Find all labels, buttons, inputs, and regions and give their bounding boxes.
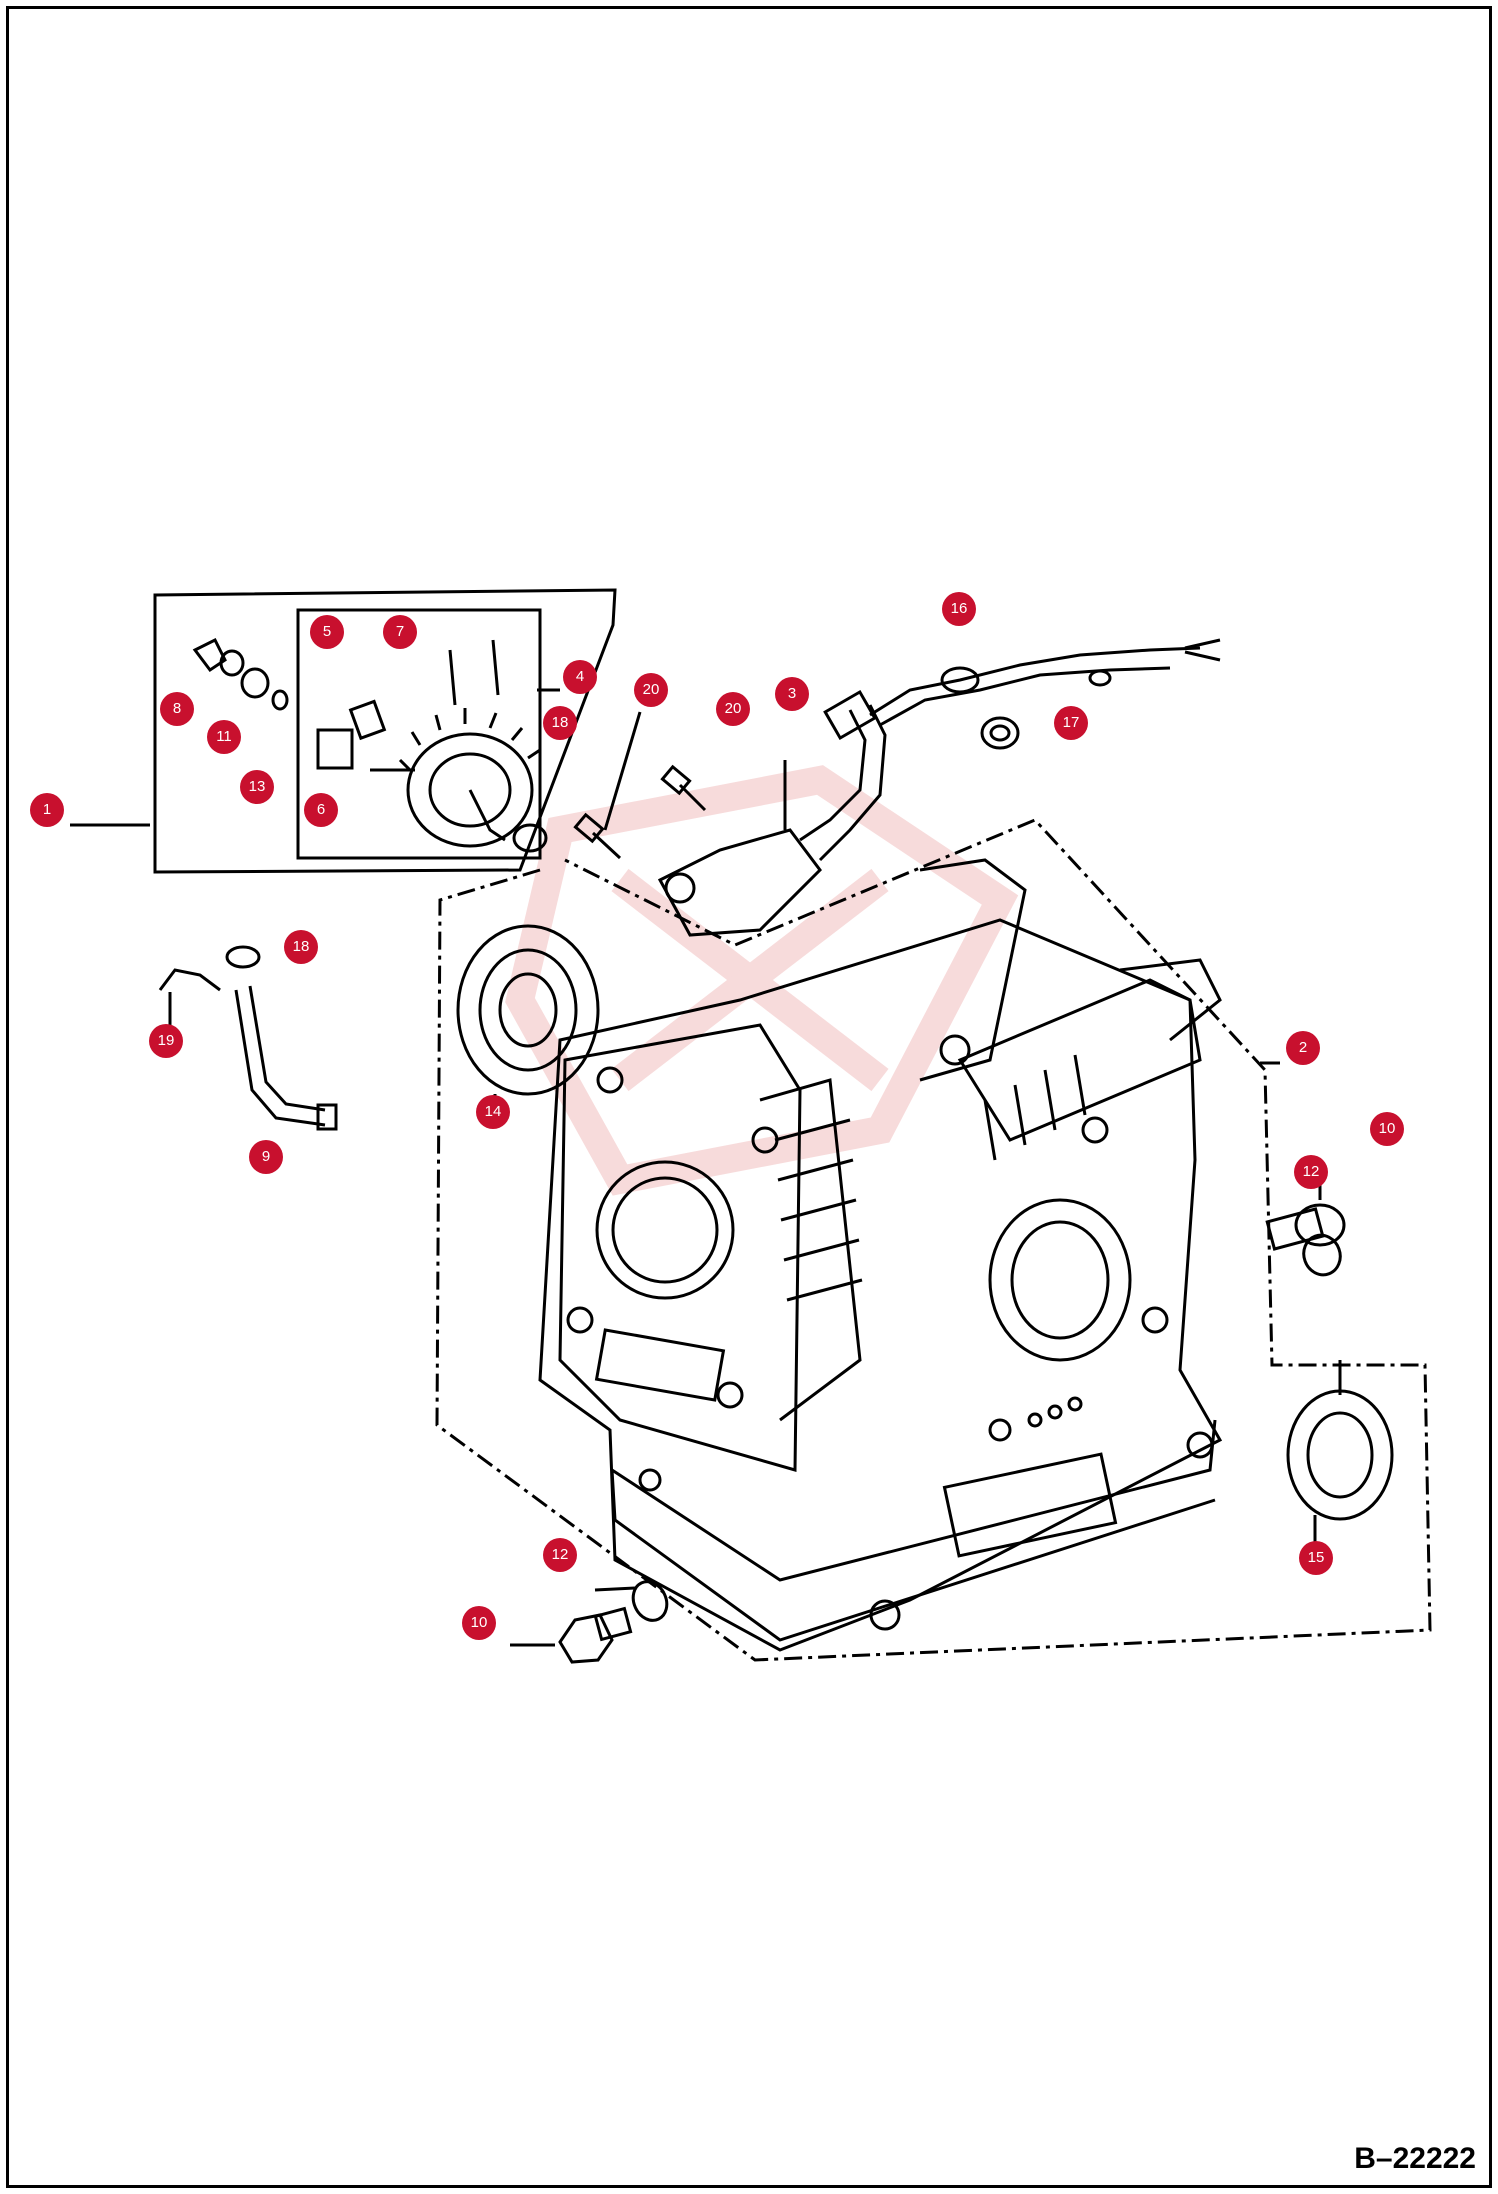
page-border — [6, 6, 1492, 2188]
crankcase-body — [538, 918, 1223, 1652]
callout-marker-18[interactable]: 18 — [543, 706, 577, 740]
main-bearing-left — [456, 924, 600, 1110]
callout-marker-7[interactable]: 7 — [383, 615, 417, 649]
crankshaft-boss — [988, 1198, 1132, 1362]
callout-marker-20[interactable]: 20 — [634, 673, 668, 707]
drain-plug-bottom — [510, 1606, 633, 1664]
inner-subassembly-outline — [296, 608, 542, 860]
callout-marker-20[interactable]: 20 — [716, 692, 750, 726]
callout-marker-5[interactable]: 5 — [310, 615, 344, 649]
callout-marker-14[interactable]: 14 — [476, 1095, 510, 1129]
callout-marker-13[interactable]: 13 — [240, 770, 274, 804]
callout-marker-10[interactable]: 10 — [1370, 1112, 1404, 1146]
callout-marker-16[interactable]: 16 — [942, 592, 976, 626]
callout-marker-8[interactable]: 8 — [160, 692, 194, 726]
callout-marker-19[interactable]: 19 — [149, 1024, 183, 1058]
breather-washer — [225, 945, 261, 969]
governor-holder — [316, 699, 387, 770]
callout-marker-12[interactable]: 12 — [1294, 1155, 1328, 1189]
callout-marker-12[interactable]: 12 — [543, 1538, 577, 1572]
governor-pins — [448, 639, 500, 706]
callout-marker-15[interactable]: 15 — [1299, 1541, 1333, 1575]
wire-harness — [869, 638, 1221, 727]
subassembly-outline — [153, 588, 617, 874]
oil-level-sensor — [657, 689, 887, 937]
block-outline — [435, 818, 1432, 1662]
governor-washer — [512, 823, 548, 853]
callout-marker-17[interactable]: 17 — [1054, 706, 1088, 740]
callout-marker-9[interactable]: 9 — [249, 1140, 283, 1174]
callout-marker-18[interactable]: 18 — [284, 930, 318, 964]
callout-marker-10[interactable]: 10 — [462, 1606, 496, 1640]
callout-marker-6[interactable]: 6 — [304, 793, 338, 827]
governor-shaft-parts — [192, 637, 289, 711]
grommet — [980, 716, 1020, 750]
breather-pipe — [234, 985, 338, 1131]
watermark — [505, 765, 1019, 1196]
callout-marker-2[interactable]: 2 — [1286, 1031, 1320, 1065]
crankcase-front-face — [558, 1023, 802, 1472]
callout-marker-1[interactable]: 1 — [30, 793, 64, 827]
oil-seal-right — [1286, 1389, 1394, 1545]
governor-bolt — [573, 812, 622, 860]
sensor-bolt — [660, 764, 707, 812]
drain-washer-bottom — [631, 1580, 669, 1622]
governor-gear — [398, 708, 541, 848]
callout-marker-3[interactable]: 3 — [775, 677, 809, 711]
callout-marker-4[interactable]: 4 — [563, 660, 597, 694]
figure-id: B–22222 — [1354, 2142, 1476, 2175]
callout-marker-11[interactable]: 11 — [207, 720, 241, 754]
drain-washer-right — [1302, 1233, 1342, 1277]
cylinder-bore — [595, 1160, 735, 1300]
